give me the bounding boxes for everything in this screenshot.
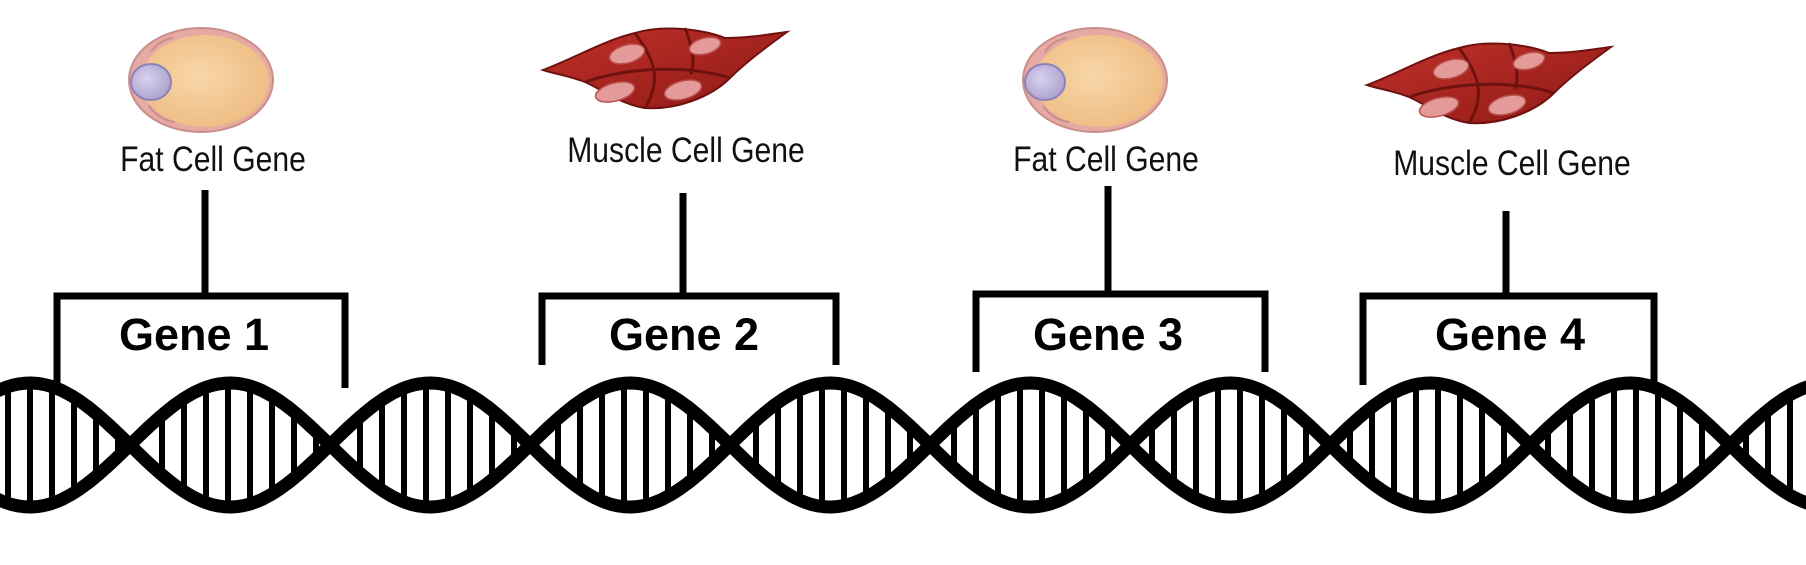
fat-cell-icon	[128, 27, 274, 133]
cell-label-2: Muscle Cell Gene	[567, 131, 805, 170]
genes-layer	[53, 27, 1658, 388]
gene-label-2: Gene 2	[608, 309, 760, 360]
gene-label-3: Gene 3	[1032, 309, 1184, 360]
muscle-cell-icon	[1364, 42, 1615, 125]
cell-label-1: Fat Cell Gene	[120, 140, 306, 179]
gene-group-2	[538, 27, 840, 365]
dna-base-pairs	[5, 389, 1793, 501]
muscle-cell-icon	[540, 27, 791, 110]
dna-double-helix	[0, 376, 1806, 514]
gene-label-1: Gene 1	[118, 309, 270, 360]
gene-group-4	[1359, 42, 1658, 385]
gene-bracket	[972, 290, 1269, 372]
dna-strand-a	[0, 376, 1806, 514]
cell-label-3: Fat Cell Gene	[1013, 140, 1199, 179]
cell-label-4: Muscle Cell Gene	[1393, 144, 1631, 183]
dna-strand-b	[0, 376, 1806, 514]
gene-label-4: Gene 4	[1434, 309, 1586, 360]
gene-bracket	[538, 292, 840, 365]
gene-group-1	[53, 27, 349, 388]
gene-group-3	[972, 27, 1269, 372]
gene-bracket	[53, 292, 349, 388]
fat-cell-icon	[1022, 27, 1168, 133]
